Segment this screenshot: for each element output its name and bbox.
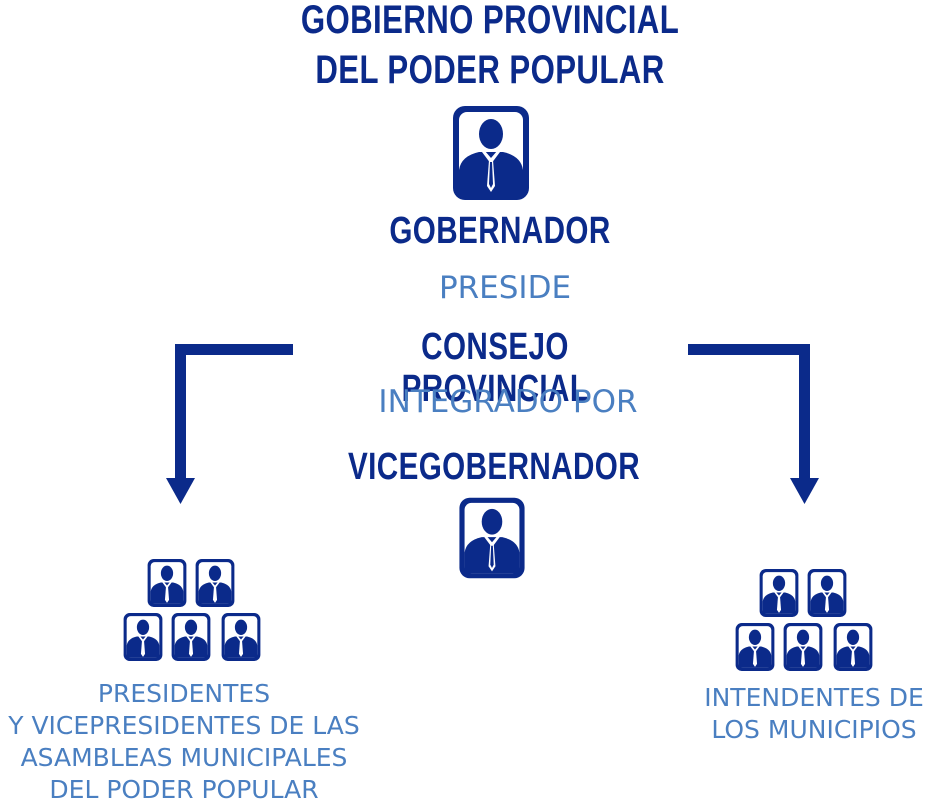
integrado-label: INTEGRADO POR bbox=[378, 384, 638, 420]
person-icon bbox=[807, 569, 847, 617]
left-group-line3: ASAMBLEAS MUNICIPALES bbox=[20, 743, 348, 772]
vicegobernador-label: VICEGOBERNADOR bbox=[347, 446, 641, 488]
person-icon bbox=[759, 569, 799, 617]
left-group-line2: Y VICEPRESIDENTES DE LAS bbox=[8, 711, 360, 740]
person-icon bbox=[123, 613, 163, 661]
gobernador-label: GOBERNADOR bbox=[389, 210, 611, 252]
person-icon bbox=[833, 623, 873, 671]
person-icon bbox=[171, 613, 211, 661]
arrow-down-left-icon bbox=[166, 344, 293, 504]
right-group-line1: INTENDENTES DE bbox=[704, 683, 924, 712]
right-group-line2: LOS MUNICIPIOS bbox=[711, 715, 917, 744]
person-icon bbox=[221, 613, 261, 661]
page-title-line1: GOBIERNO PROVINCIAL bbox=[300, 0, 680, 42]
arrow-down-right-icon bbox=[688, 344, 819, 504]
person-icon bbox=[147, 559, 187, 607]
person-icon bbox=[735, 623, 775, 671]
person-icon bbox=[195, 559, 235, 607]
person-icon bbox=[783, 623, 823, 671]
left-group-line4: DEL PODER POPULAR bbox=[49, 775, 319, 804]
person-icon bbox=[459, 497, 525, 579]
consejo-label: CONSEJO PROVINCIAL bbox=[401, 326, 589, 410]
person-icon bbox=[453, 106, 529, 200]
preside-label: PRESIDE bbox=[438, 270, 572, 306]
left-group-line1: PRESIDENTES bbox=[97, 679, 271, 708]
page-title-line2: DEL PODER POPULAR bbox=[315, 48, 665, 92]
